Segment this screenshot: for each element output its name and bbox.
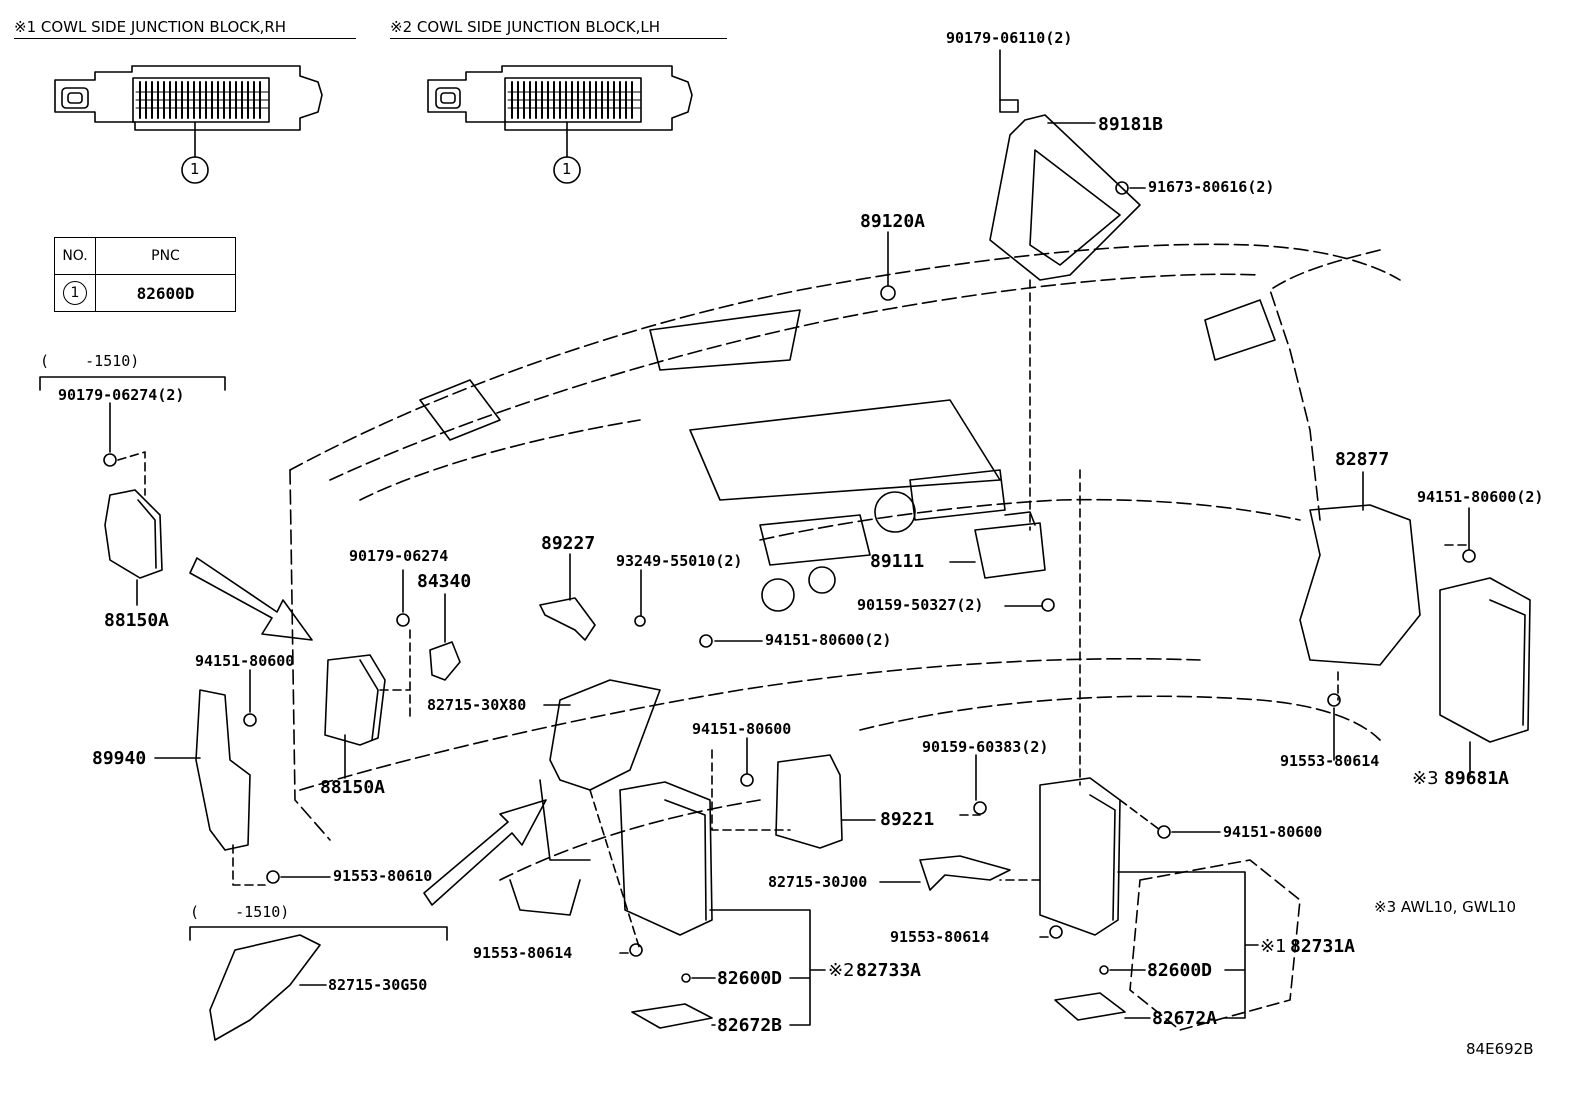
module-89221-drawing [775, 754, 843, 849]
bracket-89940-drawing [195, 689, 251, 851]
bracket-89227-drawing [539, 597, 596, 641]
part-label: 94151-80600 [195, 652, 295, 670]
applicability-note: ※3 AWL10, GWL10 [1374, 898, 1517, 916]
junction-block-82733A-drawing [619, 781, 713, 936]
pnc-row-pnc: 82600D [95, 274, 236, 312]
instrument-panel-solid [419, 299, 1301, 1031]
part-label: 89111 [870, 551, 925, 572]
part-label: 84340 [417, 571, 472, 592]
module-89111-drawing [974, 511, 1046, 579]
part-label: 82715-30J00 [768, 873, 868, 891]
marker-2: ※2 [828, 960, 855, 981]
part-label: 88150A [104, 610, 170, 631]
part-label: 90179-06274(2) [58, 386, 185, 404]
range-upper: ( -1510) [40, 352, 140, 370]
part-label: 89221 [880, 809, 935, 830]
part-label: 82731A [1290, 936, 1356, 957]
part-label: 82877 [1335, 449, 1390, 470]
part-label: 89940 [92, 748, 147, 769]
module-89681A-drawing [1439, 577, 1531, 743]
figure-reference: 84E692B [1466, 1040, 1534, 1058]
part-label: 91553-80614 [890, 928, 990, 946]
part-label: 82672A [1152, 1008, 1218, 1029]
fasteners [103, 181, 1476, 983]
part-label: 89181B [1098, 114, 1164, 135]
junction-block-82731A-drawing [1039, 777, 1121, 936]
ecu-89181B-drawing [989, 99, 1141, 281]
part-label: 89227 [541, 533, 596, 554]
header-junction-block-rh: ※1 COWL SIDE JUNCTION BLOCK,RH [14, 20, 356, 39]
part-label: 93249-55010(2) [616, 552, 743, 570]
junction-block-lh-drawing [427, 65, 693, 184]
leader-lines [109, 49, 1471, 1026]
callout-1-lh: 1 [562, 160, 572, 178]
instrument-panel-drawing [289, 243, 1401, 881]
sensor-84340-drawing [429, 641, 461, 681]
callout-1-rh: 1 [190, 160, 200, 178]
part-label: 82715-30G50 [328, 976, 428, 994]
cover-82672A-drawing [1054, 992, 1126, 1021]
direction-arrows [189, 557, 547, 906]
part-label: 82600D [717, 968, 783, 989]
part-label: 91673-80616(2) [1148, 178, 1275, 196]
part-label: 90179-06274 [349, 547, 449, 565]
part-label: 82672B [717, 1015, 783, 1036]
module-88150A-top-drawing [104, 489, 163, 579]
pnc-col-no: NO. [54, 237, 96, 275]
part-label: 91553-80614 [1280, 752, 1380, 770]
marker-1: ※1 [1260, 936, 1287, 957]
part-label: 94151-80600 [692, 720, 792, 738]
bracket-82715-30J00-drawing [919, 855, 1011, 891]
part-label: 82600D [1147, 960, 1213, 981]
bracket-82715-30X80-drawing [549, 679, 661, 791]
bracket-82877-drawing [1299, 504, 1421, 666]
junction-block-rh-drawing [54, 65, 323, 184]
part-label: 90179-06110(2) [946, 29, 1073, 47]
part-label: 91553-80614 [473, 944, 573, 962]
part-label: 94151-80600(2) [765, 631, 892, 649]
module-88150A-drawing [324, 654, 386, 746]
cover-82672B-drawing [631, 1003, 713, 1029]
pnc-col-pnc: PNC [95, 237, 236, 275]
range-brackets [39, 376, 448, 941]
part-label: 82715-30X80 [427, 696, 527, 714]
pnc-row-no: 1 [54, 274, 96, 312]
header-junction-block-lh: ※2 COWL SIDE JUNCTION BLOCK,LH [390, 20, 727, 39]
marker-3: ※3 [1412, 768, 1439, 789]
part-label: 94151-80600 [1223, 823, 1323, 841]
part-label: 82733A [856, 960, 922, 981]
part-label: 89681A [1444, 768, 1510, 789]
bracket-82715-30G50-drawing [209, 934, 321, 1041]
part-label: 91553-80610 [333, 867, 433, 885]
pnc-table: NO. PNC 1 82600D [54, 237, 236, 312]
part-label: 90159-50327(2) [857, 596, 984, 614]
part-label: 88150A [320, 777, 386, 798]
dashed-leaders [117, 279, 1470, 951]
part-label: 90159-60383(2) [922, 738, 1049, 756]
range-lower: ( -1510) [190, 903, 290, 921]
part-label: 94151-80600(2) [1417, 488, 1544, 506]
part-label: 89120A [860, 211, 926, 232]
